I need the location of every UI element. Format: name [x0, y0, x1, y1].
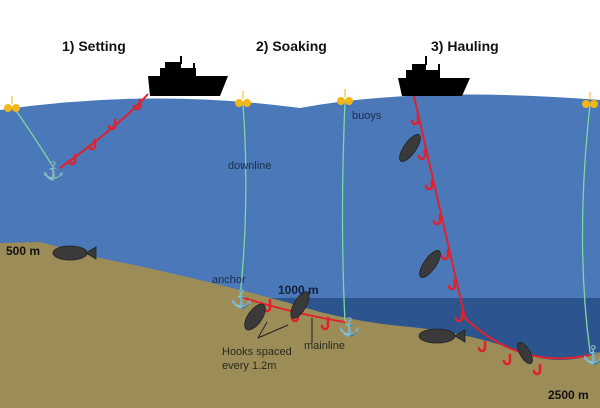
anchor-label: anchor	[212, 274, 246, 286]
boat-setting	[148, 56, 228, 96]
mainline-label: mainline	[304, 340, 345, 352]
downlines	[13, 101, 591, 353]
stage-setting-title: 1) Setting	[62, 38, 126, 54]
seabed	[0, 242, 600, 408]
anchor-icon: ⚓	[338, 317, 361, 337]
anchor-icon: ⚓	[230, 289, 253, 309]
hooks-label-line2: every 1.2m	[222, 360, 277, 372]
pointer-arrows	[257, 318, 313, 343]
depth-2500: 2500 m	[548, 388, 589, 402]
buoys	[4, 89, 598, 112]
fish	[52, 134, 533, 365]
depth-1000: 1000 m	[278, 283, 319, 297]
downline-label: downline	[228, 160, 272, 172]
stage-soaking-title: 2) Soaking	[256, 38, 327, 54]
hooks	[67, 98, 542, 376]
stage-hauling-title: 3) Hauling	[431, 38, 499, 54]
anchor-icon: ⚓	[582, 345, 600, 365]
depth-500: 500 m	[6, 244, 41, 258]
buoys-label: buoys	[352, 110, 382, 122]
anchor-icon: ⚓	[42, 161, 65, 181]
hooks-label-line1: Hooks spaced	[222, 346, 292, 358]
boat-hauling	[398, 56, 470, 96]
